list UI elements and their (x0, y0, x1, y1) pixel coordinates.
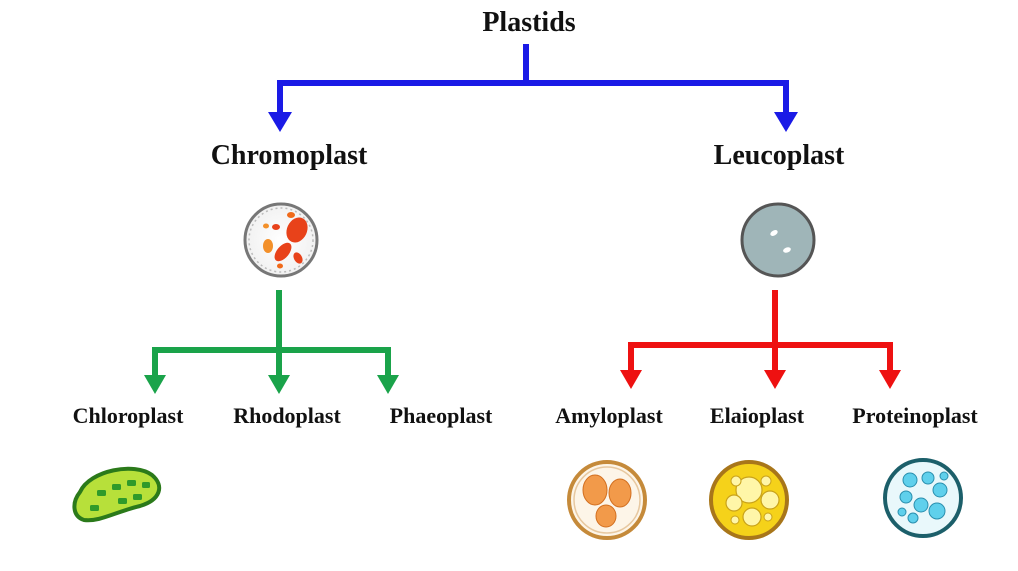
branch-label-leucoplast: Leucoplast (713, 140, 845, 171)
leaf-label-phaeoplast: Phaeoplast (389, 403, 493, 428)
chloroplast-illustration (72, 466, 162, 523)
leaf-label-elaioplast: Elaioplast (709, 403, 805, 428)
leaf-label-proteinoplast: Proteinoplast (852, 403, 978, 428)
leaf-label-chloroplast: Chloroplast (72, 403, 184, 428)
elaioplast-illustration (709, 460, 789, 540)
chromoplast-connector (144, 290, 399, 394)
amyloplast-illustration (567, 460, 647, 540)
root-connector (268, 44, 798, 132)
arrow-head-leucoplast (774, 112, 798, 132)
root-label-plastids: Plastids (482, 7, 576, 38)
leaf-label-rhodoplast: Rhodoplast (233, 403, 341, 428)
leucoplast-connector (620, 290, 901, 389)
leaf-label-amyloplast: Amyloplast (555, 403, 663, 428)
chromoplast-illustration (243, 202, 319, 278)
arrow-head-chromoplast (268, 112, 292, 132)
branch-label-chromoplast: Chromoplast (210, 140, 368, 171)
leucoplast-illustration (740, 202, 816, 278)
proteinoplast-illustration (883, 458, 963, 538)
